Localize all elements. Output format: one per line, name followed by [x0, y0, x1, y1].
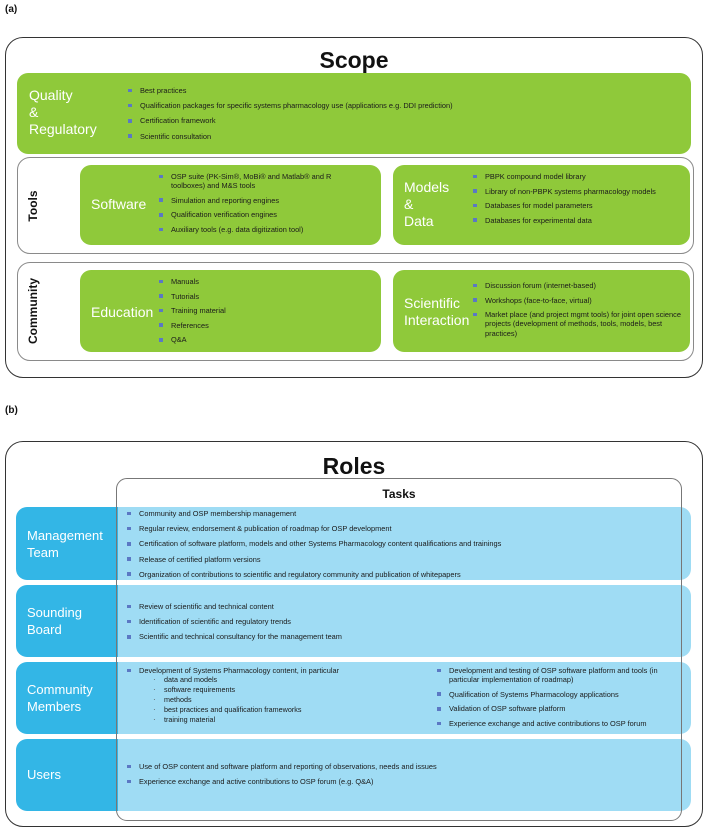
list-item: Databases for experimental data: [472, 216, 657, 225]
list-item: Use of OSP content and software platform…: [126, 762, 681, 771]
list-item: Regular review, endorsement & publicatio…: [126, 524, 681, 533]
users-label-box: Users: [16, 739, 118, 811]
list-item: Identification of scientific and regulat…: [126, 617, 681, 626]
scientific-title-line-1: Scientific: [404, 295, 461, 311]
list-item: Databases for model parameters: [472, 201, 657, 210]
list-item: Scientific and technical consultancy for…: [126, 632, 681, 641]
sounding-board-list: Review of scientific and technical conte…: [126, 602, 681, 648]
list-item: Tutorials: [158, 292, 338, 301]
quality-regulatory-list: Best practices Qualification packages fo…: [127, 86, 682, 147]
list-item: Development and testing of OSP software …: [436, 666, 686, 684]
software-box: Software OSP suite (PK-Sim®, MoBi® and M…: [80, 165, 381, 245]
panel-a-label: (a): [5, 4, 18, 15]
community-members-title-line-1: Community: [27, 682, 93, 697]
sub-list-item: methods: [139, 695, 426, 705]
community-members-label-box: Community Members: [16, 662, 118, 734]
community-members-title-line-2: Members: [27, 699, 82, 714]
scientific-title-line-2: Interaction: [404, 312, 470, 328]
list-item: Market place (and project mgmt tools) fo…: [472, 310, 684, 338]
tools-label: Tools: [26, 190, 40, 222]
software-title: Software: [91, 196, 147, 212]
tasks-frame: [116, 478, 682, 821]
list-item: Scientific consultation: [127, 132, 682, 141]
list-item: Release of certified platform versions: [126, 555, 681, 564]
community-members-tasks: Development of Systems Pharmacology cont…: [118, 662, 691, 734]
community-members-left-list: Development of Systems Pharmacology cont…: [126, 666, 426, 726]
quality-regulatory-title: Quality & Regulatory: [29, 87, 97, 138]
models-title-line-3: Data: [404, 213, 434, 229]
list-item: Certification of software platform, mode…: [126, 539, 681, 548]
list-item: OSP suite (PK-Sim®, MoBi® and Matlab® an…: [158, 172, 338, 190]
list-item-text: Development of Systems Pharmacology cont…: [139, 666, 340, 675]
models-data-title: Models & Data: [404, 179, 449, 230]
list-item: Discussion forum (internet-based): [472, 281, 684, 290]
list-item: Manuals: [158, 277, 338, 286]
users-title: Users: [27, 767, 61, 782]
community-members-title: Community Members: [27, 681, 93, 715]
community-members-right-list: Development and testing of OSP software …: [436, 666, 686, 734]
list-item: Experience exchange and active contribut…: [126, 777, 681, 786]
sounding-title-line-2: Board: [27, 622, 62, 637]
models-title-line-1: Models: [404, 179, 450, 195]
list-item: Best practices: [127, 86, 682, 95]
sounding-board-label-box: Sounding Board: [16, 585, 118, 657]
software-list: OSP suite (PK-Sim®, MoBi® and Matlab® an…: [158, 172, 338, 240]
users-tasks: Use of OSP content and software platform…: [118, 739, 691, 811]
management-team-label-box: Management Team: [16, 507, 118, 580]
models-data-box: Models & Data PBPK compound model librar…: [393, 165, 690, 245]
list-item: Validation of OSP software platform: [436, 704, 686, 713]
models-data-list: PBPK compound model library Library of n…: [472, 172, 657, 230]
list-item: Qualification packages for specific syst…: [127, 101, 682, 110]
sounding-title-line-1: Sounding: [27, 605, 82, 620]
list-item: Certification framework: [127, 116, 682, 125]
roles-title: Roles: [322, 453, 386, 479]
list-item: Q&A: [158, 335, 338, 344]
list-item: Auxiliary tools (e.g. data digitization …: [158, 225, 338, 234]
management-team-title: Management Team: [27, 527, 103, 561]
list-item: Qualification of Systems Pharmacology ap…: [436, 690, 686, 699]
tasks-title: Tasks: [382, 487, 416, 501]
sub-list-item: training material: [139, 715, 426, 725]
education-box: Education Manuals Tutorials Training mat…: [80, 270, 381, 352]
management-title-line-1: Management: [27, 528, 103, 543]
list-item: Simulation and reporting engines: [158, 196, 338, 205]
sounding-board-tasks: Review of scientific and technical conte…: [118, 585, 691, 657]
community-members-sublist: data and models software requirements me…: [139, 675, 426, 725]
sub-list-item: best practices and qualification framewo…: [139, 705, 426, 715]
list-item: Workshops (face-to-face, virtual): [472, 296, 684, 305]
quality-title-line-2: &: [29, 104, 39, 120]
sounding-board-title: Sounding Board: [27, 604, 82, 638]
sub-list-item: software requirements: [139, 685, 426, 695]
list-item: Development of Systems Pharmacology cont…: [126, 666, 426, 725]
list-item: Community and OSP membership management: [126, 509, 681, 518]
scientific-interaction-list: Discussion forum (internet-based) Worksh…: [472, 281, 684, 343]
users-list: Use of OSP content and software platform…: [126, 762, 681, 792]
panel-b-label: (b): [5, 405, 18, 416]
education-title: Education: [91, 304, 154, 320]
list-item: Library of non-PBPK systems pharmacology…: [472, 187, 657, 196]
list-item: Organization of contributions to scienti…: [126, 570, 681, 579]
education-list: Manuals Tutorials Training material Refe…: [158, 277, 338, 350]
list-item: References: [158, 321, 338, 330]
quality-title-line-1: Quality: [29, 87, 73, 103]
management-team-tasks: Community and OSP membership management …: [118, 507, 691, 580]
list-item: Qualification verification engines: [158, 210, 338, 219]
list-item: PBPK compound model library: [472, 172, 657, 181]
list-item: Training material: [158, 306, 338, 315]
models-title-line-2: &: [404, 196, 414, 212]
sub-list-item: data and models: [139, 675, 426, 685]
management-title-line-2: Team: [27, 545, 59, 560]
scientific-interaction-title: Scientific Interaction: [404, 295, 469, 329]
list-item: Review of scientific and technical conte…: [126, 602, 681, 611]
scientific-interaction-box: Scientific Interaction Discussion forum …: [393, 270, 690, 352]
quality-title-line-3: Regulatory: [29, 121, 97, 137]
list-item: Experience exchange and active contribut…: [436, 719, 686, 728]
quality-regulatory-box: Quality & Regulatory Best practices Qual…: [17, 73, 691, 154]
community-label: Community: [26, 278, 40, 344]
scope-title: Scope: [319, 47, 389, 73]
management-team-list: Community and OSP membership management …: [126, 509, 681, 585]
